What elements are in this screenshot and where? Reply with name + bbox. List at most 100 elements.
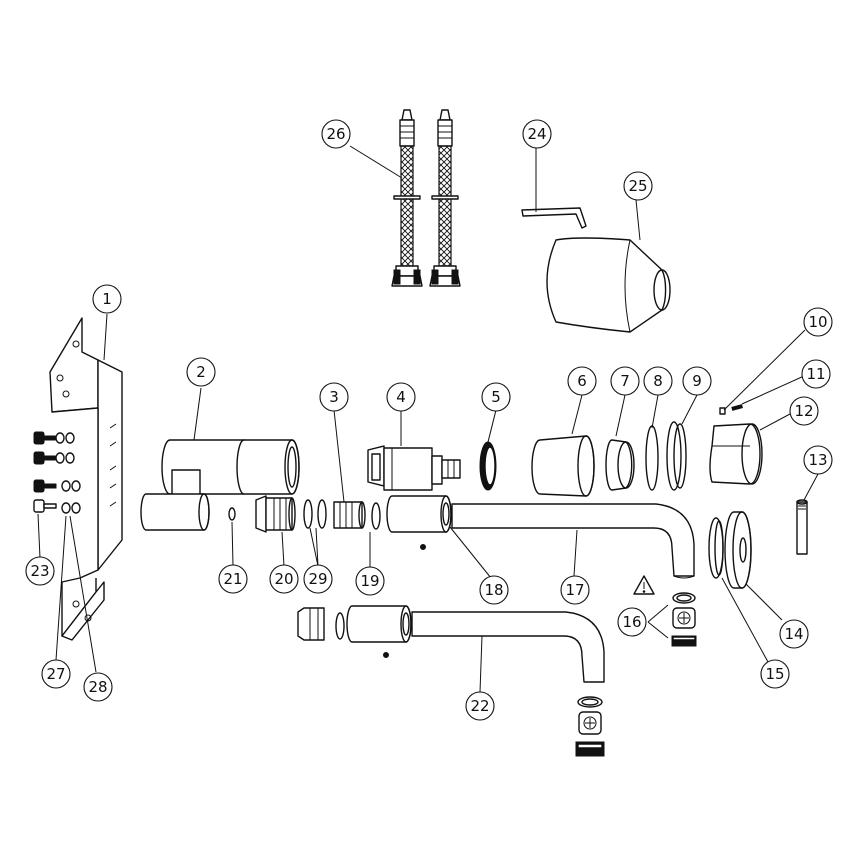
leader-lines [37,145,819,693]
callout-label: 27 [46,665,65,683]
callout-circle [789,396,819,426]
cone-cover [546,237,671,333]
callout-label: 28 [88,678,107,696]
warning-triangle-icon [633,575,655,595]
callout-label: 6 [577,372,587,390]
bolt [33,479,57,493]
callout-12: 12 [789,396,819,426]
callout-22: 22 [465,691,495,721]
large-o-ring [645,425,659,491]
callout-label: 3 [329,388,339,406]
callout-label: 4 [396,388,406,406]
callout-7: 7 [610,366,640,396]
callout-circle [25,556,55,586]
callout-circle [610,366,640,396]
callout-circle [803,307,833,337]
callout-label: 1 [102,290,112,308]
spout-upper [386,495,695,579]
callout-6: 6 [567,366,597,396]
washers [55,432,81,514]
set-pin [731,404,743,411]
callout-4: 4 [386,382,416,412]
callout-circle [321,119,351,149]
callout-circle [801,359,831,389]
callout-8: 8 [643,366,673,396]
callout-label: 13 [808,451,827,469]
callout-label: 7 [620,372,630,390]
callout-circle [303,564,333,594]
callout-circle [479,575,509,605]
aerator-set [633,575,697,647]
callout-28: 28 [83,672,113,702]
gasket [708,517,724,579]
callout-26: 26 [321,119,351,149]
callout-label: 25 [628,177,647,195]
callout-17: 17 [560,575,590,605]
callout-circle [643,366,673,396]
seal-ring [666,421,687,491]
callout-label: 10 [808,313,827,331]
callout-circle [355,566,385,596]
callout-label: 5 [491,388,501,406]
grub-screw [719,407,726,415]
callout-10: 10 [803,307,833,337]
callout-circle [779,619,809,649]
callout-3: 3 [319,382,349,412]
callout-14: 14 [779,619,809,649]
bolt [33,499,57,513]
o-rings-pair [303,499,327,529]
callout-circle [617,607,647,637]
cap-ring [605,439,635,491]
callout-label: 12 [794,402,813,420]
callout-label: 16 [622,613,641,631]
callout-label: 8 [653,372,663,390]
callout-23: 23 [25,556,55,586]
callout-circle [522,119,552,149]
callout-label: 11 [806,365,825,383]
callout-27: 27 [41,659,71,689]
callout-circle [319,382,349,412]
callout-25: 25 [623,171,653,201]
hose-right [429,109,461,287]
callout-circle [560,575,590,605]
callout-5: 5 [481,382,511,412]
hose-left [391,109,423,287]
connector-fitting [255,495,296,533]
callout-label: 19 [360,572,379,590]
callout-circle [41,659,71,689]
mounting-bracket [49,317,123,641]
callout-label: 24 [527,125,546,143]
cartridge [367,445,461,491]
o-ring [371,502,381,530]
callout-circle [803,445,833,475]
callout-circle [481,382,511,412]
callout-21: 21 [218,564,248,594]
callout-circle [623,171,653,201]
allen-key [521,207,587,229]
callout-circle [682,366,712,396]
bolt [33,431,57,445]
callout-20: 20 [269,564,299,594]
small-o-ring [228,507,236,521]
callout-label: 18 [484,581,503,599]
callout-label: 29 [308,570,327,588]
callout-9: 9 [682,366,712,396]
bolts-and-washers [33,431,81,514]
cartridge-nut [479,441,497,491]
callout-label: 2 [196,363,206,381]
callout-circle [92,284,122,314]
callout-19: 19 [355,566,385,596]
callout-label: 22 [470,697,489,715]
bolt [33,451,57,465]
callout-circle [218,564,248,594]
callout-label: 15 [765,665,784,683]
callout-label: 26 [326,125,345,143]
callout-29: 29 [303,564,333,594]
callout-2: 2 [186,357,216,387]
callout-15: 15 [760,659,790,689]
escutcheon-plate [724,511,752,589]
callout-circle [465,691,495,721]
callout-label: 17 [565,581,584,599]
